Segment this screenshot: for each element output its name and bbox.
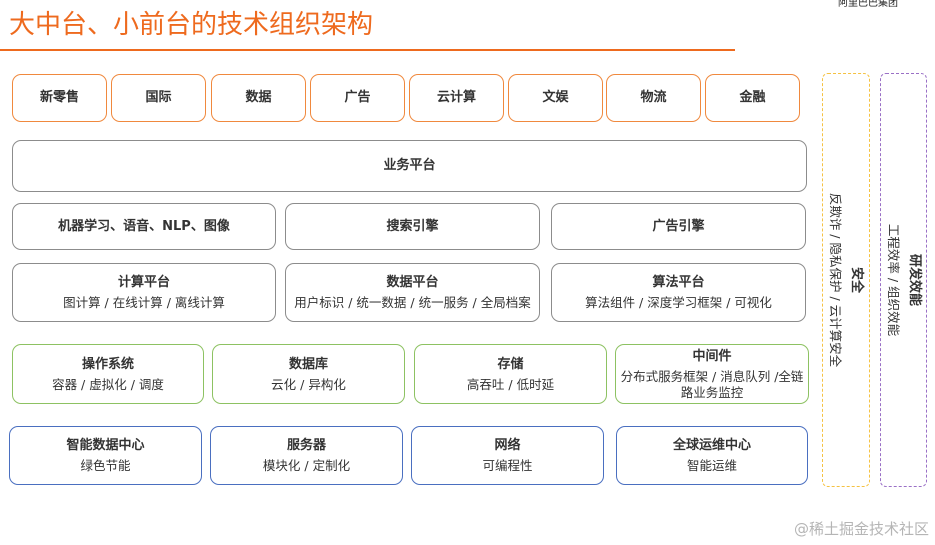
capability: 机器学习、语音、NLP、图像	[12, 203, 276, 250]
datacenter-title: 网络	[494, 438, 521, 453]
capability: 搜索引擎	[285, 203, 540, 250]
datacenter-title: 智能数据中心	[66, 438, 145, 453]
business-unit-title: 物流	[640, 90, 667, 105]
platform-title: 计算平台	[117, 275, 170, 290]
infrastructure: 操作系统容器 / 虚拟化 / 调度	[12, 344, 204, 404]
efficiency-sub: 工程效率 / 组织效能	[885, 223, 901, 337]
datacenter: 全球运维中心智能运维	[616, 426, 808, 485]
page-title: 大中台、小前台的技术组织架构	[9, 10, 374, 40]
business-unit-title: 新零售	[39, 90, 79, 105]
infrastructure-sub: 云化 / 异构化	[271, 376, 346, 392]
capability-title: 机器学习、语音、NLP、图像	[58, 218, 230, 234]
platform: 计算平台图计算 / 在线计算 / 离线计算	[12, 263, 276, 322]
infrastructure-title: 中间件	[692, 348, 732, 364]
infrastructure-sub: 分布式服务框架 / 消息队列 /全链路业务监控	[620, 368, 804, 400]
capability-title: 搜索引擎	[386, 218, 439, 234]
efficiency-column: 研发效能 工程效率 / 组织效能	[880, 73, 927, 487]
business-unit: 广告	[310, 74, 405, 122]
business-unit: 金融	[705, 74, 800, 122]
security-title: 安全	[849, 266, 864, 294]
business-unit: 新零售	[12, 74, 107, 122]
business-platform: 业务平台	[12, 140, 807, 192]
business-unit-title: 文娱	[542, 90, 569, 105]
business-unit: 数据	[211, 74, 306, 122]
platform: 算法平台算法组件 / 深度学习框架 / 可视化	[551, 263, 806, 322]
infrastructure-title: 存储	[497, 356, 524, 372]
title-underline	[0, 49, 735, 51]
datacenter-sub: 绿色节能	[80, 458, 131, 473]
platform-title: 算法平台	[652, 275, 705, 290]
datacenter: 网络可编程性	[411, 426, 604, 485]
business-unit: 文娱	[508, 74, 603, 122]
business-unit-title: 广告	[344, 90, 371, 105]
platform-sub: 算法组件 / 深度学习框架 / 可视化	[585, 295, 772, 310]
logo: 阿里巴巴集团	[838, 0, 898, 9]
capability-title: 广告引擎	[652, 218, 705, 234]
infrastructure-title: 数据库	[288, 356, 328, 372]
platform-sub: 用户标识 / 统一数据 / 统一服务 / 全局档案	[294, 295, 531, 310]
datacenter-sub: 模块化 / 定制化	[262, 458, 351, 473]
business-platform-title: 业务平台	[383, 158, 436, 173]
datacenter-title: 服务器	[286, 438, 326, 453]
platform-title: 数据平台	[386, 275, 439, 290]
datacenter-sub: 智能运维	[686, 458, 737, 473]
business-unit-title: 云计算	[436, 90, 476, 105]
infrastructure-title: 操作系统	[81, 356, 134, 372]
business-unit-title: 数据	[245, 90, 272, 105]
business-unit-title: 金融	[739, 90, 766, 105]
capability: 广告引擎	[551, 203, 806, 250]
infrastructure: 数据库云化 / 异构化	[212, 344, 405, 404]
infrastructure: 存储高吞吐 / 低时延	[414, 344, 607, 404]
platform-sub: 图计算 / 在线计算 / 离线计算	[63, 295, 225, 310]
business-unit-title: 国际	[145, 90, 172, 105]
infrastructure-sub: 高吞吐 / 低时延	[466, 376, 555, 392]
business-unit: 物流	[606, 74, 701, 122]
watermark: @稀土掘金技术社区	[793, 520, 929, 538]
efficiency-title: 研发效能	[906, 253, 922, 307]
infrastructure-sub: 容器 / 虚拟化 / 调度	[52, 376, 164, 392]
business-unit: 国际	[111, 74, 206, 122]
platform: 数据平台用户标识 / 统一数据 / 统一服务 / 全局档案	[285, 263, 540, 322]
security-sub: 反欺诈 / 隐私保护 / 云计算安全	[828, 192, 843, 368]
datacenter: 服务器模块化 / 定制化	[210, 426, 403, 485]
datacenter-title: 全球运维中心	[672, 438, 751, 453]
datacenter: 智能数据中心绿色节能	[9, 426, 202, 485]
security-column: 安全 反欺诈 / 隐私保护 / 云计算安全	[822, 73, 870, 487]
infrastructure: 中间件分布式服务框架 / 消息队列 /全链路业务监控	[615, 344, 809, 404]
datacenter-sub: 可编程性	[482, 458, 533, 473]
business-unit: 云计算	[409, 74, 504, 122]
